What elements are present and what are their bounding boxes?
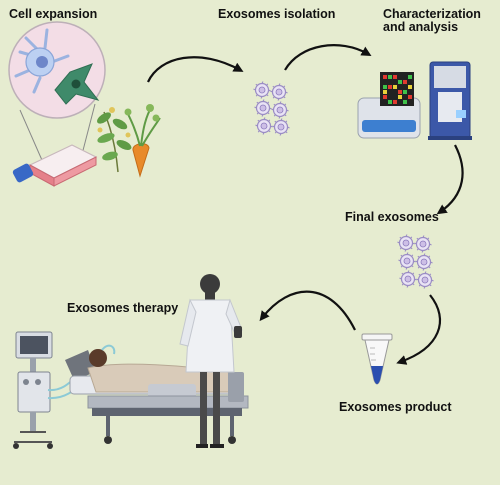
- step-label-cell-expansion: Cell expansion: [9, 7, 98, 21]
- arrow-characterization-to-final: [436, 144, 464, 215]
- step-label-exosomes-therapy: Exosomes therapy: [67, 301, 179, 315]
- exosome-cluster-icon: [252, 80, 291, 137]
- arrow-product-to-therapy: [259, 290, 356, 331]
- patient-bed-icon: [65, 344, 249, 444]
- step-label-final-exosomes: Final exosomes: [345, 210, 439, 224]
- tube-vial-icon: [361, 333, 393, 385]
- analyzer-instrument-icon: [357, 61, 472, 140]
- stem-cell-icon: [54, 63, 100, 105]
- cell-magnifier-icon: [8, 21, 106, 168]
- doctor-icon: [179, 274, 243, 448]
- arrow-final-to-product: [396, 294, 442, 365]
- culture-flask-icon: [12, 144, 98, 187]
- step-label-and-analysis: and analysis: [383, 20, 459, 34]
- plant-carrot-icon: [97, 104, 161, 178]
- step-label-exosomes-product: Exosomes product: [339, 400, 452, 414]
- dendritic-cell-icon: [14, 28, 70, 94]
- microarray-icon: [380, 72, 414, 106]
- arrow-isolation-to-characterization: [284, 44, 372, 71]
- ventilator-icon: [13, 331, 105, 449]
- step-label-exosomes-isolation: Exosomes isolation: [218, 7, 336, 21]
- step-label-characterization: Characterization: [383, 7, 481, 21]
- arrow-cell-to-isolation: [147, 56, 244, 83]
- final-exosome-cluster-icon: [396, 233, 435, 290]
